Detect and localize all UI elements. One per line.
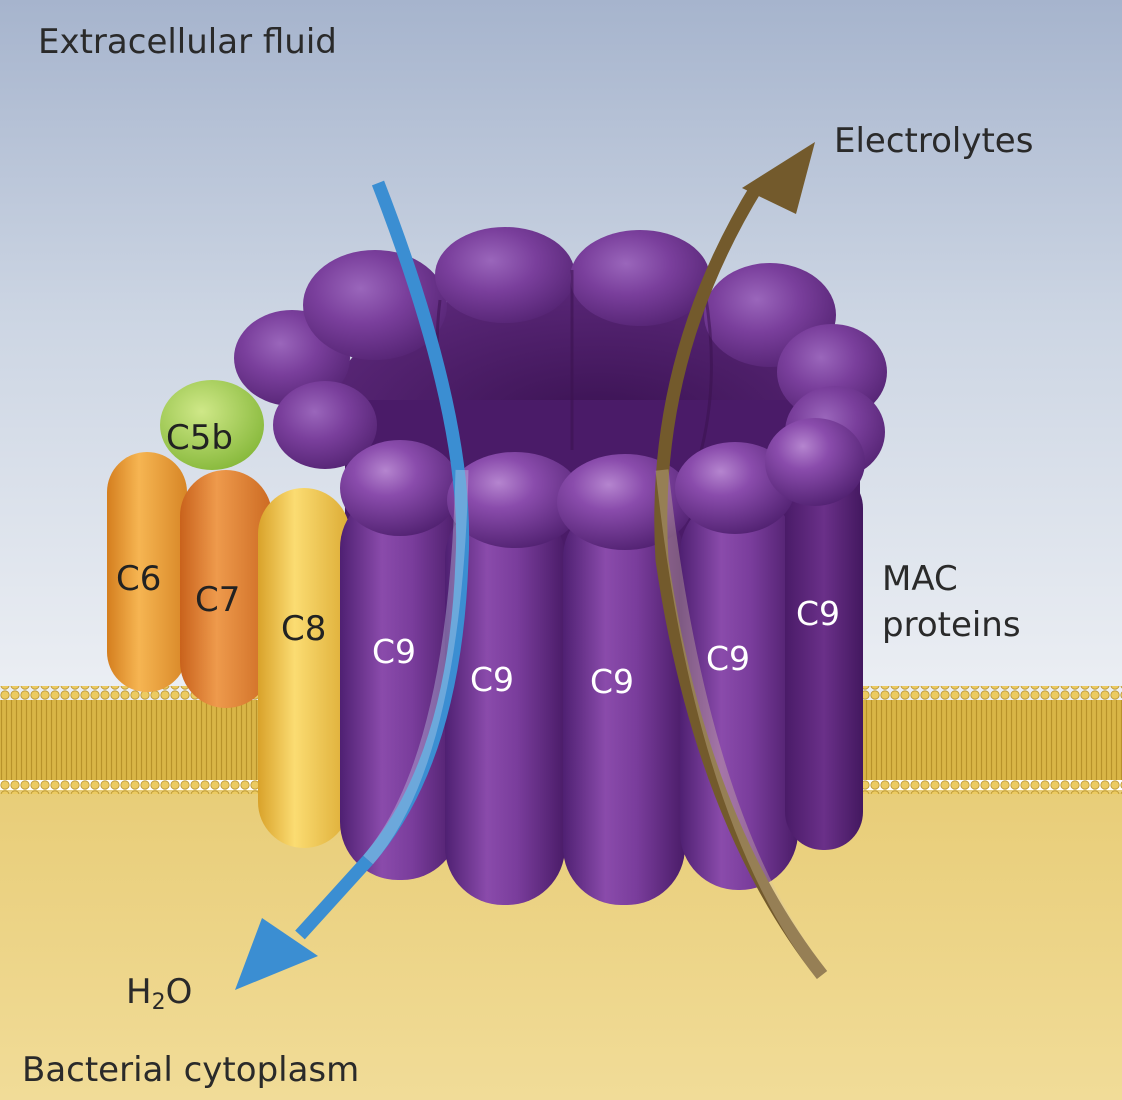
- c9-column: [563, 500, 685, 905]
- c9-column: [445, 500, 565, 905]
- c8-label: C8: [281, 609, 326, 649]
- cytoplasm-label: Bacterial cytoplasm: [22, 1050, 359, 1090]
- c9-column: [340, 490, 460, 880]
- c9-column: [785, 470, 863, 850]
- c9-label: C9: [590, 662, 634, 701]
- electrolyte-flow-arrow: [654, 142, 828, 980]
- c9-bead: [765, 418, 865, 506]
- electrolytes-label: Electrolytes: [834, 121, 1033, 161]
- mac-label-line1: MAC: [882, 559, 958, 599]
- c9-bead: [447, 452, 583, 548]
- c9-label: C9: [796, 594, 840, 633]
- c5b-label: C5b: [166, 418, 233, 458]
- c9-bead-back: [273, 381, 377, 469]
- c9-bead-back: [435, 227, 575, 323]
- c9-label: C9: [706, 639, 750, 678]
- c7-label: C7: [195, 580, 240, 620]
- c9-column: [680, 495, 798, 890]
- c5b-protein: [160, 380, 264, 470]
- c8-protein: [258, 488, 350, 848]
- accessory-proteins: [107, 380, 350, 848]
- water-flow-arrow: [235, 180, 470, 990]
- c9-label: C9: [470, 660, 514, 699]
- c6-label: C6: [116, 559, 161, 599]
- c9-bead: [675, 442, 795, 534]
- mac-label-line2: proteins: [882, 605, 1021, 645]
- c9-bead: [340, 440, 460, 536]
- c6-protein: [107, 452, 187, 692]
- c9-columns-front: [340, 470, 863, 905]
- c9-bead-back: [570, 230, 710, 326]
- c7-protein: [180, 470, 272, 708]
- h2o-label: H2O: [126, 972, 192, 1015]
- c9-label: C9: [372, 632, 416, 671]
- extracellular-label: Extracellular fluid: [38, 22, 337, 62]
